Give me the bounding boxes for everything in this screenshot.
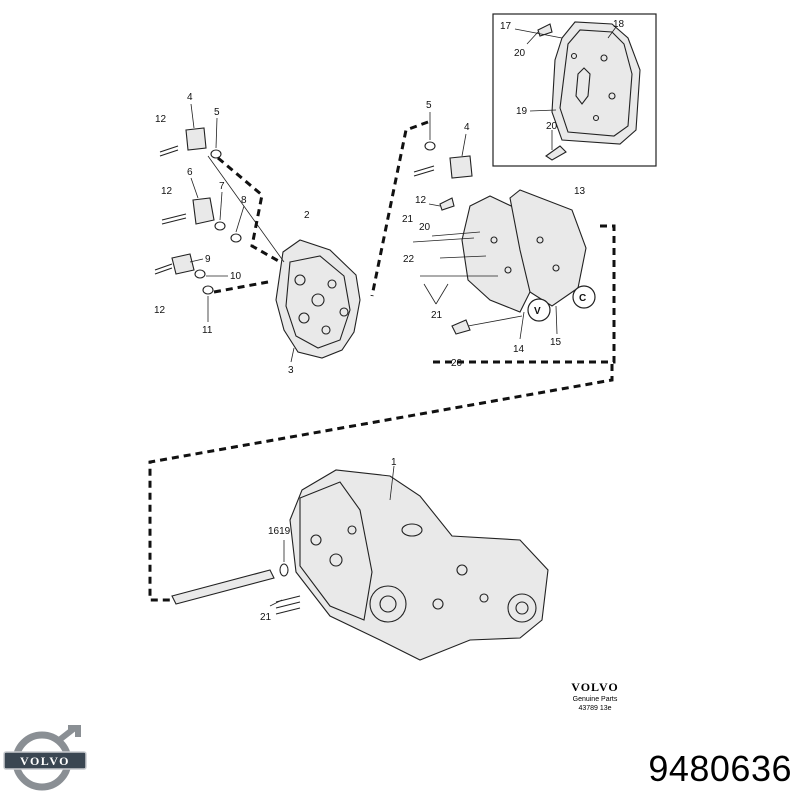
callout-4-right: 4 bbox=[464, 122, 470, 133]
mark-v-circle bbox=[527, 298, 551, 322]
callout-2: 2 bbox=[304, 210, 310, 221]
output-flange bbox=[369, 585, 407, 623]
leader-lines-left bbox=[189, 103, 295, 363]
callout-19: 19 bbox=[516, 106, 528, 117]
valve-body-left bbox=[275, 239, 361, 359]
callout-22: 22 bbox=[403, 254, 415, 265]
callout-4-left: 4 bbox=[187, 92, 193, 103]
seal-1619 bbox=[279, 563, 289, 577]
transmission-side-plate bbox=[299, 481, 373, 621]
mark-v: V bbox=[534, 306, 541, 317]
callout-13: 13 bbox=[574, 186, 586, 197]
callout-12-d: 12 bbox=[415, 195, 427, 206]
bolts-12-left bbox=[154, 145, 187, 275]
callout-5-left: 5 bbox=[214, 107, 220, 118]
dash-link-right bbox=[370, 120, 616, 364]
brand-wordmark: VOLVO bbox=[571, 680, 619, 694]
callout-8: 8 bbox=[241, 195, 247, 206]
callout-15: 15 bbox=[550, 337, 562, 348]
callout-14: 14 bbox=[513, 344, 525, 355]
leader-lines-lower bbox=[269, 465, 395, 607]
inset-frame bbox=[492, 13, 657, 167]
bolts-12-right bbox=[413, 165, 435, 177]
callout-3: 3 bbox=[288, 365, 294, 376]
callout-18: 18 bbox=[613, 19, 625, 30]
drive-flange bbox=[507, 593, 537, 623]
input-shaft bbox=[171, 569, 275, 605]
callout-21-c: 21 bbox=[260, 612, 272, 623]
callout-1619: 1619 bbox=[268, 526, 291, 537]
mark-c: C bbox=[579, 293, 586, 304]
seal-5-right bbox=[424, 141, 436, 151]
inset-valve-plate bbox=[551, 21, 641, 145]
dash-link-lower bbox=[148, 364, 614, 602]
callout-21-b: 21 bbox=[431, 310, 443, 321]
callout-20-a: 20 bbox=[514, 48, 526, 59]
callout-1: 1 bbox=[391, 457, 397, 468]
seal-bore bbox=[401, 523, 423, 537]
diagram-reference: 43789 13e bbox=[578, 705, 612, 712]
seal-8 bbox=[230, 233, 242, 243]
inset-plate-slot bbox=[575, 67, 591, 105]
solenoid-6 bbox=[192, 197, 215, 225]
inset-clip-bottom bbox=[545, 145, 567, 161]
part-number: 9480636 bbox=[648, 748, 792, 789]
callout-10: 10 bbox=[230, 271, 242, 282]
dash-link-left bbox=[213, 156, 283, 294]
volvo-logo: VOLVO bbox=[3, 725, 87, 791]
svg-text:VOLVO: VOLVO bbox=[20, 754, 70, 768]
callout-12-a: 12 bbox=[155, 114, 167, 125]
genuine-parts-stamp: VOLVO Genuine Parts 43789 13e bbox=[520, 680, 670, 713]
callout-20-c: 20 bbox=[419, 222, 431, 233]
callout-6: 6 bbox=[187, 167, 193, 178]
callout-12-c: 12 bbox=[154, 305, 166, 316]
seal-10 bbox=[194, 269, 206, 279]
clip-20-b bbox=[451, 319, 471, 335]
callout-5-right: 5 bbox=[426, 100, 432, 111]
seal-11 bbox=[202, 285, 214, 295]
callout-21-a: 21 bbox=[402, 214, 414, 225]
genuine-parts-label: Genuine Parts bbox=[572, 696, 618, 703]
callout-20-d: 20 bbox=[451, 358, 463, 369]
solenoid-4-right bbox=[449, 155, 473, 179]
sensor-9 bbox=[171, 253, 195, 275]
inset-gasket-edge bbox=[559, 29, 633, 137]
leader-lines-right bbox=[412, 112, 558, 340]
bolts-21-lower bbox=[275, 595, 301, 615]
seal-5-left bbox=[210, 149, 222, 159]
callout-17: 17 bbox=[500, 21, 512, 32]
seal-7 bbox=[214, 221, 226, 231]
callout-11: 11 bbox=[202, 325, 213, 336]
callout-20-b: 20 bbox=[546, 121, 558, 132]
solenoid-4-left bbox=[185, 127, 207, 151]
clip-20-a bbox=[439, 197, 455, 211]
transmission-housing bbox=[289, 469, 549, 661]
callout-7: 7 bbox=[219, 181, 225, 192]
callout-9: 9 bbox=[205, 254, 211, 265]
mark-c-circle bbox=[572, 285, 596, 309]
callout-12-b: 12 bbox=[161, 186, 173, 197]
